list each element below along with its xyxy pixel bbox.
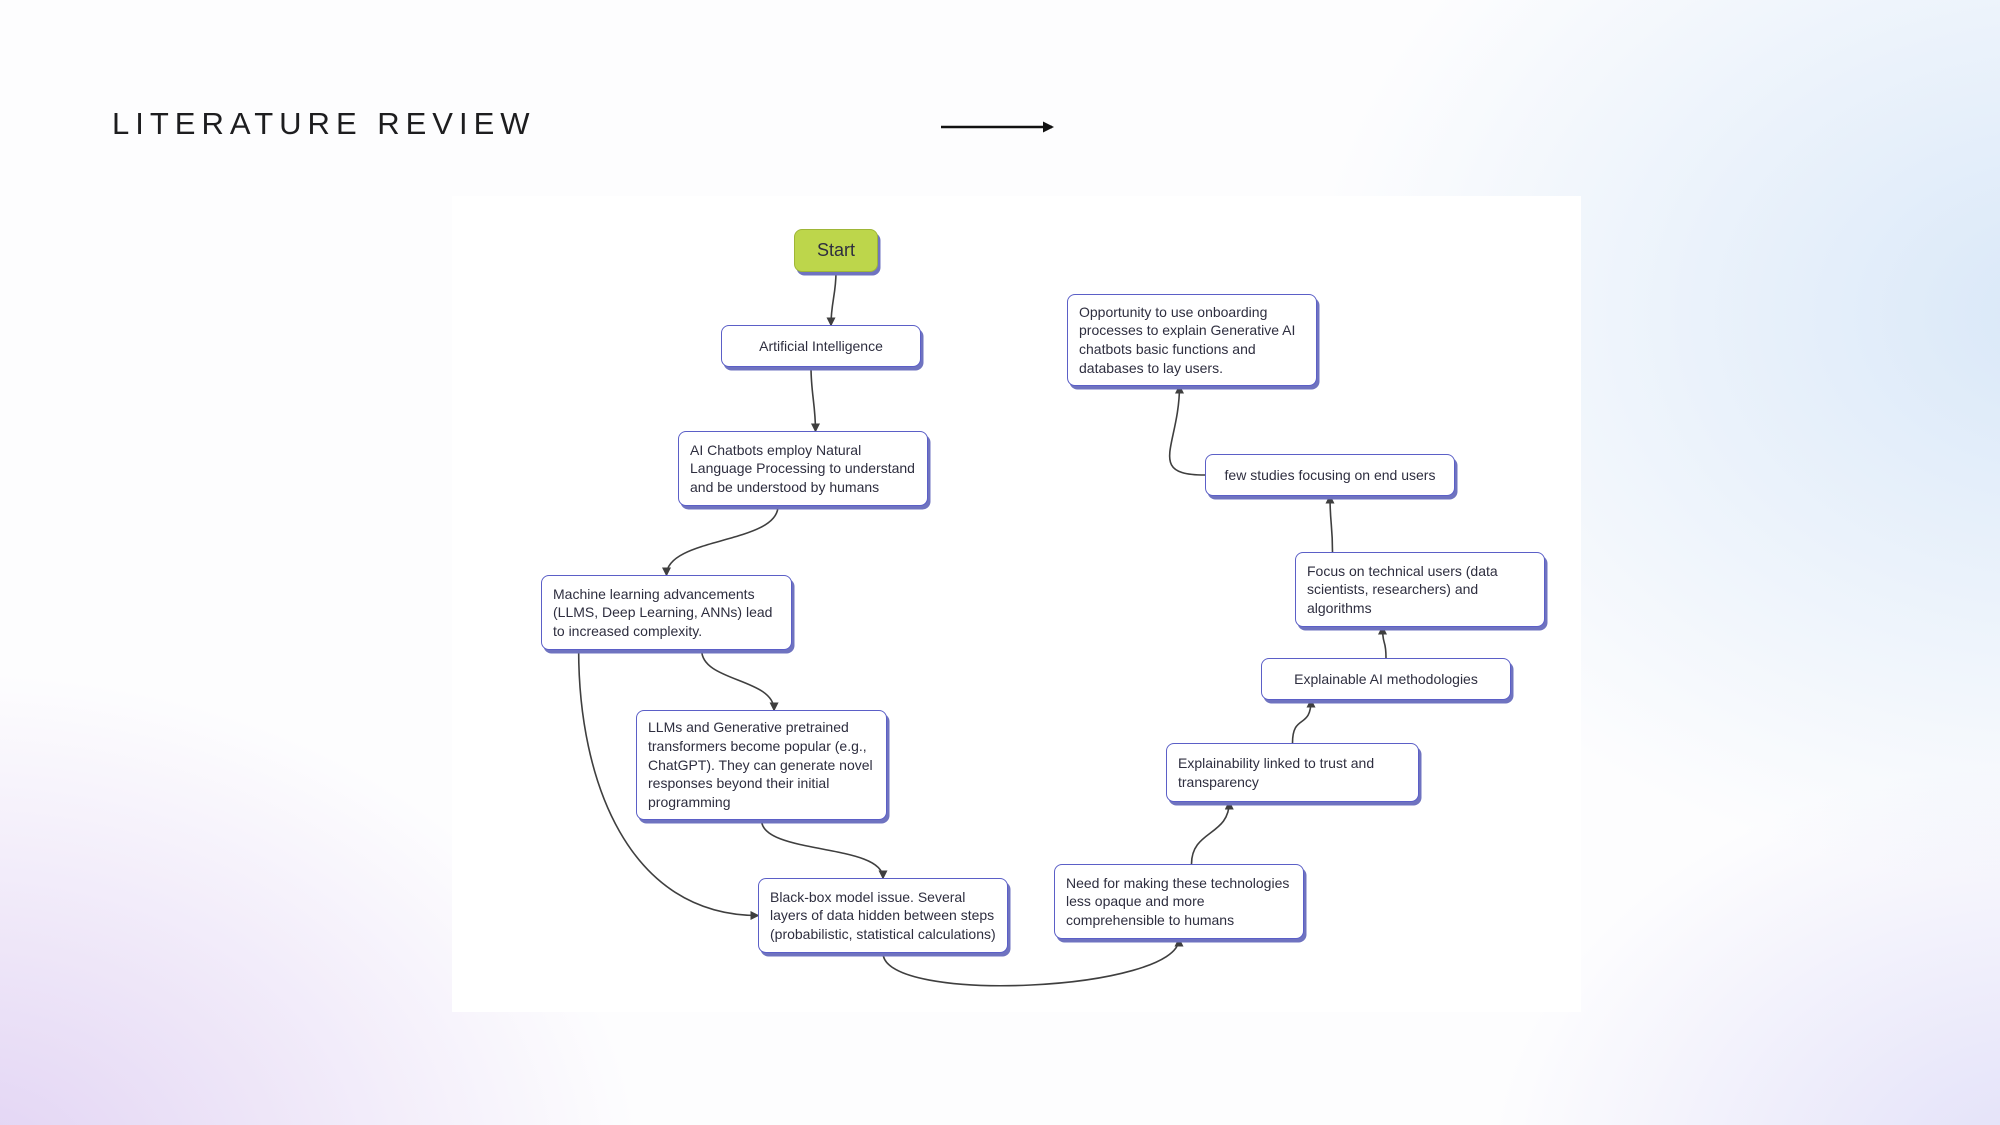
flow-node-ml[interactable]: Machine learning advancements (LLMS, Dee… xyxy=(541,575,792,650)
flow-node-explain_trust[interactable]: Explainability linked to trust and trans… xyxy=(1166,743,1419,802)
flow-node-blackbox[interactable]: Black-box model issue. Several layers of… xyxy=(758,878,1008,953)
flow-node-xai[interactable]: Explainable AI methodologies xyxy=(1261,658,1511,700)
flow-node-opportunity[interactable]: Opportunity to use onboarding processes … xyxy=(1067,294,1317,386)
flow-node-llms[interactable]: LLMs and Generative pretrained transform… xyxy=(636,710,887,820)
flow-node-start[interactable]: Start xyxy=(794,229,878,272)
flow-node-need[interactable]: Need for making these technologies less … xyxy=(1054,864,1304,939)
flow-node-few[interactable]: few studies focusing on end users xyxy=(1205,454,1455,496)
flow-node-focus[interactable]: Focus on technical users (data scientist… xyxy=(1295,552,1545,627)
flow-node-ai[interactable]: Artificial Intelligence xyxy=(721,325,921,367)
flow-node-chatbots[interactable]: AI Chatbots employ Natural Language Proc… xyxy=(678,431,928,506)
page-title: LITERATURE REVIEW xyxy=(112,106,536,141)
arrow-icon xyxy=(941,121,1054,133)
